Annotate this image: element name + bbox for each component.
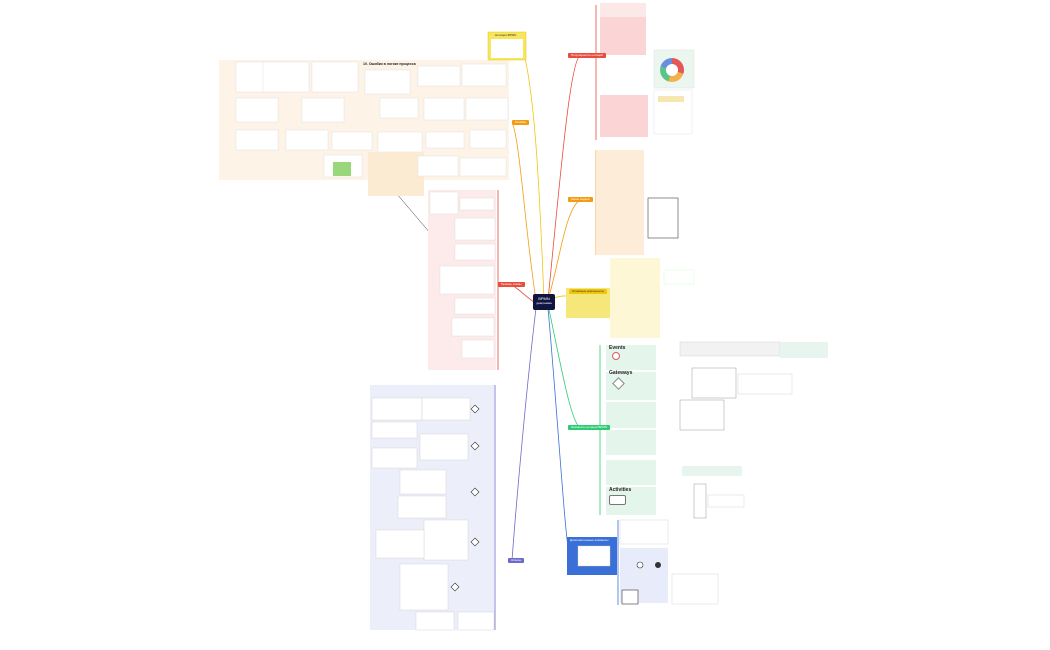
connector-blue [547, 307, 571, 561]
central-node[interactable]: BPMN диаграмма [533, 294, 555, 310]
connector-left-orange [511, 121, 537, 301]
errors-heading: 10. Ошибки в логике процесса [363, 62, 416, 66]
branch-components[interactable]: Основные компоненты [569, 289, 607, 294]
branch-example[interactable]: Пример схемы [498, 282, 525, 287]
branch-notation[interactable]: Нотация BPMN [492, 33, 520, 38]
gateways-heading: Gateways [609, 370, 633, 376]
connector-left-purple [511, 307, 537, 561]
branch-elements[interactable]: Элементы нотации BPMN [568, 425, 611, 430]
branch-popularity[interactable]: Популярность нотаций [568, 53, 606, 58]
event-circle-icon [612, 352, 620, 360]
connector-left-red [511, 284, 535, 303]
popularity-donut-chart [660, 58, 684, 82]
gateways-area [370, 385, 495, 631]
errors-area [219, 60, 509, 196]
connector-green [547, 304, 581, 429]
central-subtitle: диаграмма [536, 301, 552, 305]
example-area [428, 190, 496, 370]
branch-tasks[interactable]: Какие задачи [568, 197, 593, 202]
activity-box-icon [609, 495, 626, 505]
tasks-area [596, 150, 679, 255]
branch-gateways[interactable]: Шлюзы [508, 558, 525, 563]
additional-area [567, 519, 719, 605]
branch-errors[interactable]: Ошибки [512, 120, 530, 125]
components-area [566, 258, 695, 338]
connector-orange [547, 199, 581, 301]
activities-heading: Activities [609, 487, 632, 493]
connector-red-top [547, 55, 581, 301]
connector-top [519, 39, 545, 301]
events-heading: Events [609, 345, 626, 351]
elements-area [606, 341, 828, 519]
branch-additional[interactable]: Дополнительные элементы [570, 538, 609, 542]
central-title: BPMN [538, 296, 550, 301]
